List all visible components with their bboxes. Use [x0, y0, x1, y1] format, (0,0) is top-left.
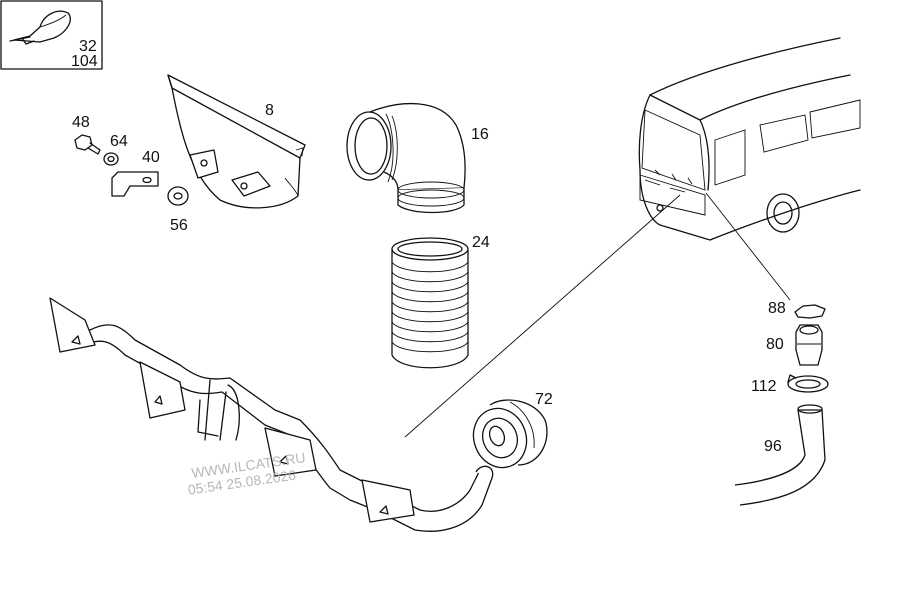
- bus-illustration: [638, 37, 861, 241]
- part-72-grommet: [472, 399, 548, 469]
- part-40-clip: [111, 171, 159, 197]
- part-96-hose: [734, 404, 826, 506]
- callout-80: 80: [766, 336, 784, 353]
- callout-24: 24: [472, 234, 490, 251]
- callout-16: 16: [471, 126, 489, 143]
- callout-8: 8: [265, 102, 274, 119]
- callout-48: 48: [72, 114, 90, 131]
- callout-32: 32: [79, 38, 97, 55]
- part-56-washer: [167, 186, 189, 206]
- part-8-bracket: [167, 74, 306, 209]
- leader-lines: [404, 192, 791, 438]
- part-24-bellows: [391, 237, 469, 369]
- part-88-ring: [794, 304, 826, 319]
- callout-96: 96: [764, 438, 782, 455]
- part-64-washer: [103, 152, 119, 166]
- callout-104: 104: [71, 53, 98, 70]
- inset-box: [0, 0, 103, 70]
- part-112-clamp: [787, 374, 829, 393]
- part-48-bolt: [74, 134, 101, 155]
- callout-72: 72: [535, 391, 553, 408]
- callout-56: 56: [170, 217, 188, 234]
- callout-112: 112: [751, 378, 777, 395]
- callout-labels: 32 104 8 48 64 40 56 16 24 72 88 80 112 …: [71, 38, 786, 455]
- callout-64: 64: [110, 133, 128, 150]
- duct-assembly: [49, 297, 494, 532]
- part-16-elbow: [346, 102, 466, 214]
- part-80-valve: [795, 324, 823, 366]
- callout-88: 88: [768, 300, 786, 317]
- watermark: WWW.ILCATS.RU 05:54 25.08.2026: [187, 449, 307, 498]
- callout-40: 40: [142, 149, 160, 166]
